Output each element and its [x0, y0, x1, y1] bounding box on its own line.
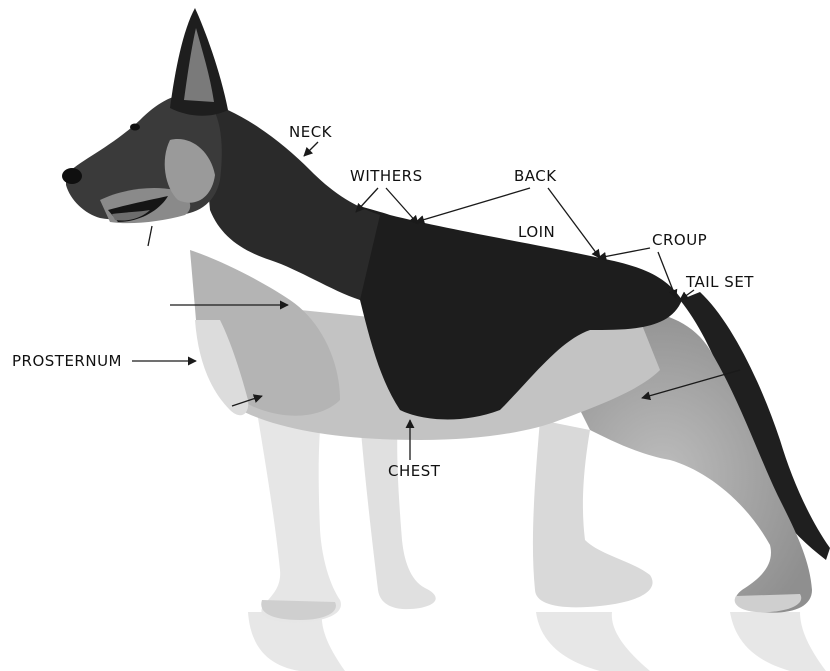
label-tail-set: TAIL SET: [685, 273, 754, 291]
label-withers: WITHERS: [350, 167, 423, 185]
mouth-line: [148, 226, 152, 246]
label-croup: CROUP: [652, 231, 707, 249]
dog-illustration: [62, 8, 830, 622]
label-chest: CHEST: [388, 462, 441, 480]
back-leader-b: [548, 188, 600, 258]
label-back: BACK: [514, 167, 557, 185]
front-leg-far: [360, 420, 436, 609]
label-prosternum: PROSTERNUM: [12, 352, 122, 370]
floor-reflection: [248, 612, 826, 671]
neck-leader: [304, 142, 318, 156]
label-neck: NECK: [289, 123, 333, 141]
label-loin: LOIN: [518, 223, 555, 241]
nose: [62, 168, 82, 184]
croup-leader-a: [598, 248, 650, 258]
back-leader-a: [416, 188, 530, 222]
eye: [130, 124, 140, 131]
